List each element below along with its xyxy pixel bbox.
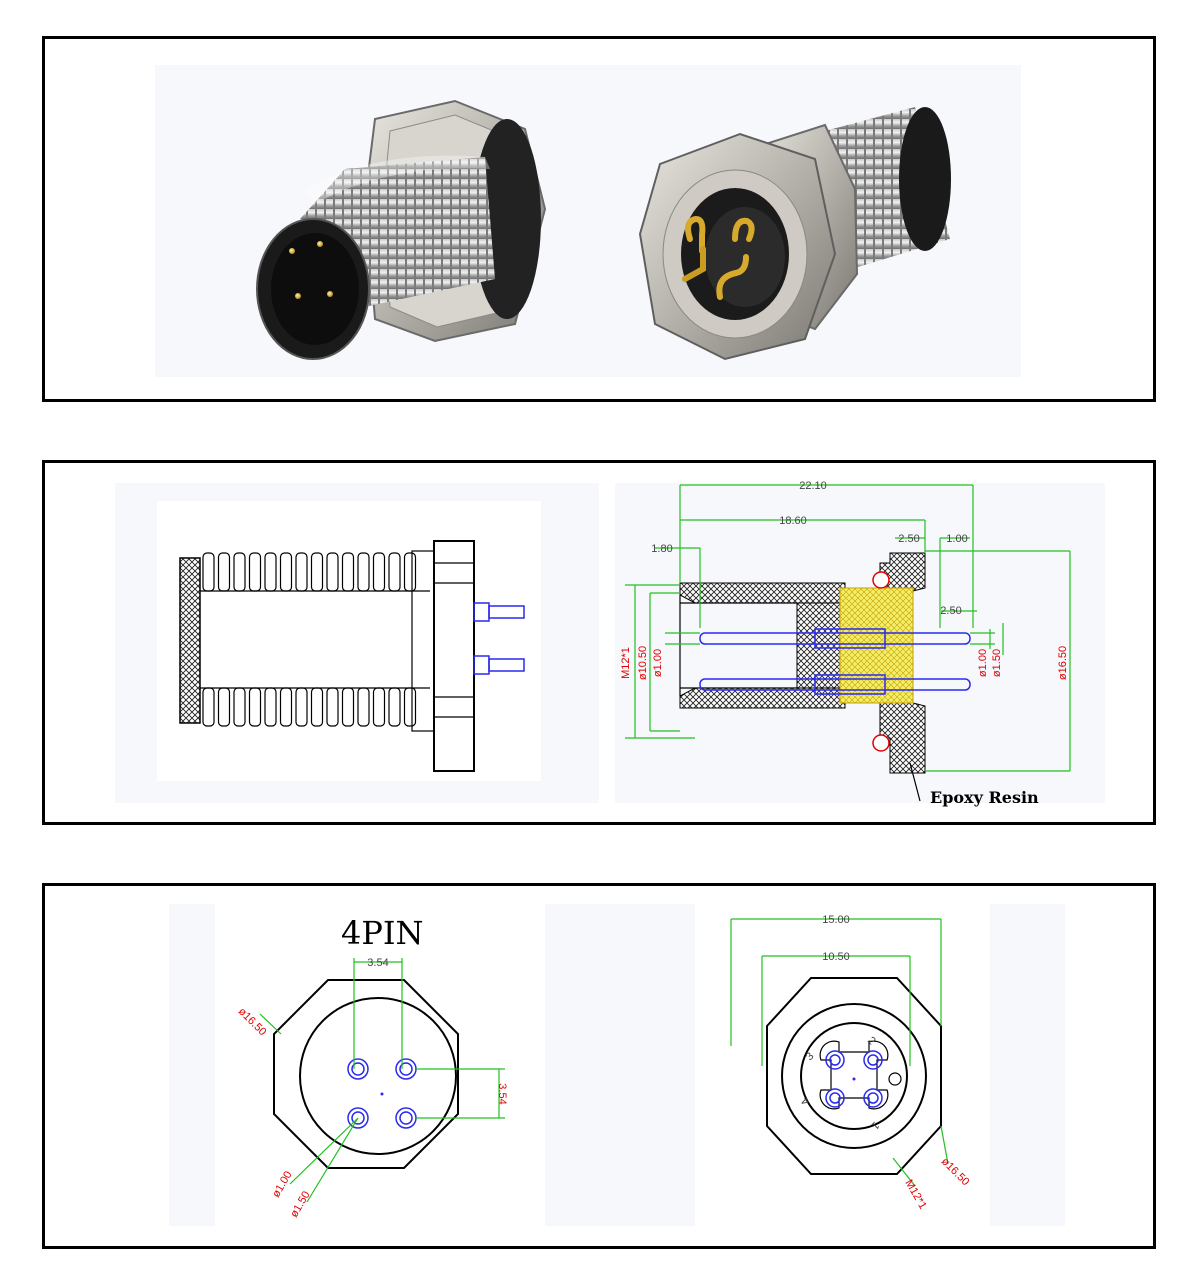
thread-ridge [372, 552, 386, 592]
dim-pitch-vertical: 3.54 [496, 1083, 508, 1104]
connector-rear-view [638, 107, 951, 361]
dim-dia-16-50: ø16.50 [1057, 646, 1069, 680]
thread-ridge [279, 687, 293, 727]
thread-ridge [372, 687, 386, 727]
side-outline-drawing [179, 540, 525, 772]
thread-ridge [326, 687, 339, 727]
thread-ridge [264, 552, 277, 592]
thread-ridge [217, 552, 231, 592]
thread-ridge [357, 552, 370, 592]
side-view-svg: 22.10 18.60 2.50 1.00 1.80 2.50 M12*1 ø1… [115, 480, 1105, 807]
thread-ridge [310, 687, 324, 727]
thread-ridge [341, 552, 355, 592]
dim-dia-1-50: ø1.50 [991, 649, 1003, 677]
pin-view-svg: 4PIN 3.54 3.54 ø16.50 ø1.00 ø1.50 [169, 904, 1065, 1226]
pin-layout-left [259, 958, 505, 1203]
dim-pitch-horizontal: 3.54 [367, 957, 388, 969]
section-drawing [625, 484, 1071, 802]
dim-15-00: 15.00 [822, 914, 850, 926]
pin-number-3: 3 [804, 1050, 817, 1063]
dim-10-50: 10.50 [822, 951, 850, 963]
photo-panel [42, 36, 1156, 402]
thread-ridge [248, 687, 262, 727]
pin-view-panel: 4PIN 3.54 3.54 ø16.50 ø1.00 ø1.50 [42, 883, 1156, 1249]
thread-ridge [202, 687, 215, 727]
pin-count-title: 4PIN [341, 914, 424, 952]
pin-number-1: 1 [869, 1119, 882, 1132]
dim-hex-left: ø16.50 [236, 1006, 269, 1039]
thread-ridge [310, 552, 324, 592]
thread-ridge [295, 552, 308, 592]
connector-front-view [256, 99, 547, 360]
photo-svg [155, 65, 1021, 377]
thread-ridge [264, 687, 277, 727]
dim-2-50-top: 2.50 [898, 533, 919, 545]
thread-ridge [388, 552, 401, 592]
thread-ridge [217, 687, 231, 727]
dim-pin-dia-1-00: ø1.00 [270, 1169, 294, 1199]
thread-ridge [403, 687, 417, 727]
thread-ridge [295, 687, 308, 727]
dim-22-10: 22.10 [799, 480, 827, 492]
thread-ridge [233, 552, 246, 592]
thread-ridge [202, 552, 215, 592]
pin-layout-right [730, 918, 949, 1187]
thread-ridge [233, 687, 246, 727]
thread-ridge [388, 687, 401, 727]
dim-pin-dia-1-50: ø1.50 [288, 1189, 312, 1219]
thread-ridge [248, 552, 262, 592]
dim-thread-right: M12*1 [902, 1178, 928, 1212]
dim-2-50-mid: 2.50 [940, 605, 961, 617]
thread-ridge [341, 687, 355, 727]
thread-ridge [357, 687, 370, 727]
epoxy-resin-label: Epoxy Resin [930, 788, 1039, 807]
dim-1-80: 1.80 [651, 543, 672, 555]
thread-ridge [326, 552, 339, 592]
dim-18-60: 18.60 [779, 515, 807, 527]
dim-1-00: 1.00 [946, 533, 967, 545]
thread-ridge [403, 552, 417, 592]
dim-dia-1-00-right: ø1.00 [977, 649, 989, 677]
dim-dia-10-50: ø10.50 [637, 646, 649, 680]
dim-m12: M12*1 [620, 647, 632, 679]
dim-hex-right: ø16.50 [939, 1156, 972, 1189]
thread-ridge [279, 552, 293, 592]
side-view-panel: 22.10 18.60 2.50 1.00 1.80 2.50 M12*1 ø1… [42, 460, 1156, 825]
dim-dia-1-00-left: ø1.00 [652, 649, 664, 677]
